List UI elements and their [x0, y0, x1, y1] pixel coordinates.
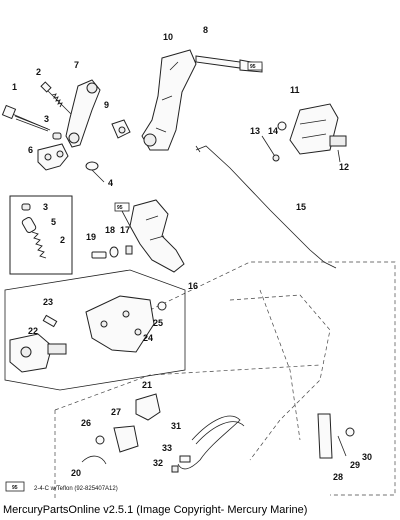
callout-11: 11 [290, 85, 300, 95]
callout-33: 33 [162, 443, 172, 453]
part-33-connector [179, 455, 191, 463]
callout-3: 3 [43, 202, 48, 212]
callout-16: 16 [188, 281, 198, 291]
part-28-bracket [317, 413, 333, 459]
part-15-link-rod [195, 145, 337, 269]
part-13-screw [261, 135, 280, 162]
callout-23: 23 [43, 297, 53, 307]
callout-31: 31 [171, 421, 181, 431]
callout-2: 2 [36, 67, 41, 77]
part-20-clip [81, 455, 107, 465]
part-18-washer [109, 246, 119, 258]
callout-25: 25 [153, 318, 163, 328]
callout-30: 30 [362, 452, 372, 462]
part-31-wire-harness [177, 415, 245, 470]
callout-1: 1 [12, 82, 17, 92]
part-23-screw [42, 314, 58, 328]
part-26-washer [95, 435, 105, 445]
copyright-footer: MercuryPartsOnline v2.5.1 (Image Copyrig… [3, 504, 308, 516]
part-32-screw [171, 465, 179, 473]
callout-8: 8 [203, 25, 208, 35]
part-9-bushing [111, 119, 131, 139]
callout-9: 9 [104, 100, 109, 110]
part-1-bolt [1, 104, 51, 132]
part-7-throttle-arm [65, 79, 101, 148]
part-29-screw [337, 435, 347, 457]
part-21-bracket [135, 393, 161, 421]
part-30-nut [345, 427, 355, 437]
callout-22: 22 [28, 326, 38, 336]
sealant-tag-95: 95 [114, 202, 131, 227]
part-19-screw [91, 251, 107, 259]
part-25-screw [157, 301, 167, 311]
callout-32: 32 [153, 458, 163, 468]
callout-12: 12 [339, 162, 349, 172]
callout-21: 21 [142, 380, 152, 390]
sub-assembly-inset-box [4, 269, 186, 391]
part-6-link-bracket [37, 143, 69, 171]
callout-18: 18 [105, 225, 115, 235]
callout-13: 13 [250, 126, 260, 136]
callout-20: 20 [71, 468, 81, 478]
callout-3: 3 [44, 114, 49, 124]
legend-tag: 95 [12, 485, 18, 491]
part-22-solenoid [9, 333, 67, 373]
part-2-screw [40, 81, 76, 119]
callout-7: 7 [74, 60, 79, 70]
part-24-plate [85, 295, 155, 353]
callout-4: 4 [108, 178, 113, 188]
callout-24: 24 [143, 333, 153, 343]
part-11-bracket [289, 103, 347, 155]
sealant-tag-label: 95 [117, 205, 123, 211]
callout-26: 26 [81, 418, 91, 428]
callout-14: 14 [268, 126, 278, 136]
detail-inset-box [9, 195, 73, 275]
engine-block-outline [54, 261, 396, 500]
sealant-tag-label: 95 [250, 64, 256, 70]
sealant-tag-95: 95 [247, 61, 263, 71]
part-16-throttle-bracket [129, 199, 185, 273]
callout-27: 27 [111, 407, 121, 417]
part-14-washer [277, 121, 287, 131]
part-10-cam-arm [141, 49, 197, 151]
callout-15: 15 [296, 202, 306, 212]
callout-19: 19 [86, 232, 96, 242]
part-12-lever [337, 149, 341, 163]
legend-text: 2-4-C w/Teflon (92-825407A12) [34, 486, 118, 492]
part-4-washer [85, 161, 105, 183]
callout-5: 5 [51, 217, 56, 227]
part-17-spacer [125, 245, 133, 255]
legend: 95 2-4-C w/Teflon (92-825407A12) [5, 481, 118, 492]
part-27-sensor [113, 425, 139, 453]
callout-17: 17 [120, 225, 130, 235]
callout-6: 6 [28, 145, 33, 155]
callout-10: 10 [163, 32, 173, 42]
part-3-pin [52, 132, 62, 140]
callout-29: 29 [350, 460, 360, 470]
callout-2: 2 [60, 235, 65, 245]
callout-28: 28 [333, 472, 343, 482]
